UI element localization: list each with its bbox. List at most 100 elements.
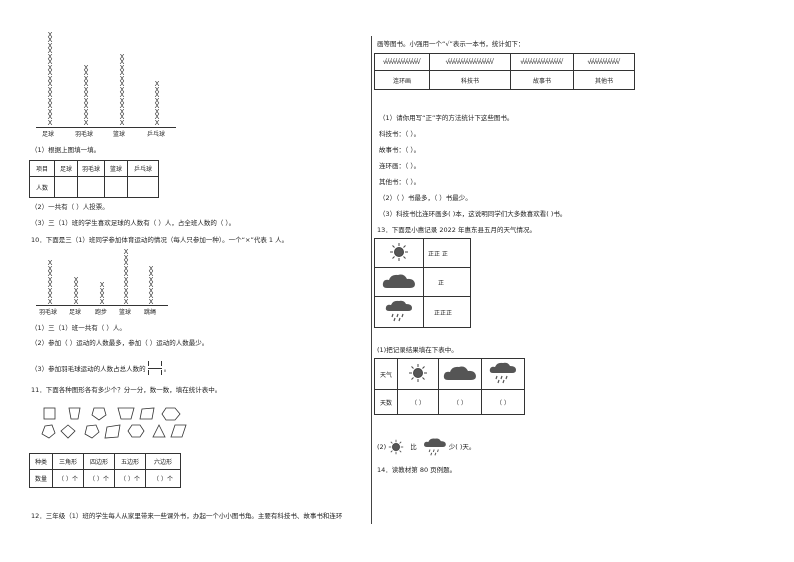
q10-title: 10．下面是三（1）班同学参加体育运动的情况（每人只参加一种）。一个“×”代表 … (31, 236, 289, 244)
q10-part2: （2）参加（ ）运动的人数最多，参加（ ）运动的人数最少。 (31, 339, 209, 347)
q12-category-other: 其他书 (573, 70, 635, 90)
pictograph-label-badminton: 羽毛球 (75, 131, 94, 138)
tick-marks-science: √√√√√√√√√√√√√√√√√√ (445, 58, 494, 66)
q1-row-label: 人数 (29, 176, 55, 198)
square-shape (43, 407, 56, 420)
q11-answer-cell[interactable]: （ ）个 (145, 469, 181, 488)
cloud-icon (382, 274, 415, 288)
q13-record-table: 正正 正 正 正正正 (374, 238, 471, 328)
q12-category-science: 科技书 (429, 70, 511, 90)
parallelogram-shape (104, 424, 121, 439)
q14-text: 14．读教材第 80 页例题。 (377, 466, 457, 474)
pictograph-baseline (36, 127, 176, 128)
q13-title: 13．下面是小惠记录 2022 年惠东县五月的天气情况。 (377, 226, 536, 234)
pictograph-label-basketball: 篮球 (119, 309, 132, 316)
tick-cell: √√√√√√√√√√√√√√ (374, 53, 430, 71)
q1-part2: （2）一共有（ ）人投票。 (31, 203, 109, 211)
fraction-blank[interactable] (147, 361, 162, 375)
q10-part3: （3）参加羽毛球运动的人数占总人数的 。 (31, 361, 171, 376)
pictograph-label-badminton: 羽毛球 (39, 309, 58, 316)
q13-row2-label: 天数 (374, 389, 398, 415)
pictograph-label-rope: 跳绳 (144, 309, 157, 316)
q12-category-story: 故事书 (510, 70, 574, 90)
rain-icon (423, 438, 446, 456)
weather-cell (397, 358, 439, 390)
pictograph-label-basketball: 篮球 (113, 131, 126, 138)
tick-marks-other: √√√√√√√√√√√√ (587, 58, 620, 66)
pictograph-label-pingpong: 乒乓球 (147, 131, 166, 138)
tally-rainy: 正正正 (423, 296, 471, 328)
sun-icon (390, 243, 408, 261)
q10-part3-end: 。 (163, 365, 171, 373)
q1-answer-cell[interactable] (127, 176, 159, 198)
diamond-shape (60, 424, 76, 439)
q12-part1: （1）请你用写“正”字的方法统计下这些图书。 (379, 114, 514, 122)
pentagon-shape (84, 424, 100, 439)
sun-icon (409, 364, 427, 382)
q12-part3: （3）科技书比连环画多( )本，这说明同学们大多数喜欢看( )书。 (379, 210, 567, 218)
q1-answer-cell[interactable] (54, 176, 78, 198)
q1-header-football: 足球 (54, 160, 78, 177)
tick-cell: √√√√√√√√√√√√√√√√ (510, 53, 574, 71)
q13-fill-table: 天气 天数 （ ） （ ） （ ） (374, 358, 525, 415)
weather-cell (374, 267, 424, 297)
q13-answer-cell[interactable]: （ ） (438, 389, 482, 415)
tick-marks-comics: √√√√√√√√√√√√√√ (382, 58, 421, 66)
q12-line-science[interactable]: 科技书：（ ）。 (379, 130, 421, 138)
q10-part1: （1）三（1）班一共有（ ）人。 (31, 324, 126, 332)
q11-header-hexagon: 六边形 (145, 453, 181, 470)
pictograph-baseline (36, 305, 168, 306)
q10-part3-text: （3）参加羽毛球运动的人数占总人数的 (31, 365, 146, 373)
pictograph-label-running: 跑步 (95, 309, 108, 316)
q12-line-other[interactable]: 其他书：（ ）。 (379, 178, 421, 186)
q11-row-label: 数量 (29, 469, 53, 488)
q1-header-basketball: 篮球 (104, 160, 128, 177)
q1-answer-cell[interactable] (104, 176, 128, 198)
q12-book-table: √√√√√√√√√√√√√√ √√√√√√√√√√√√√√√√√√ √√√√√√… (374, 53, 635, 90)
q11-header-quadrilateral: 四边形 (83, 453, 115, 470)
q1-table: 项目 足球 羽毛球 篮球 乒乓球 人数 (29, 160, 159, 198)
q12-line-comics[interactable]: 连环画：（ ）。 (379, 162, 421, 170)
tally-sunny: 正正 正 (423, 238, 471, 268)
hexagon-shape (161, 407, 181, 421)
column-divider (371, 36, 372, 524)
sun-icon (389, 439, 404, 455)
hexagon-shape (127, 424, 145, 438)
trapezoid-shape (117, 407, 135, 420)
cloud-icon (443, 366, 476, 380)
weather-cell (374, 296, 424, 328)
q13-answer-cell[interactable]: （ ） (481, 389, 525, 415)
q1-header-pingpong: 乒乓球 (127, 160, 159, 177)
q13-row1-label: 天气 (374, 358, 398, 390)
q11-answer-cell[interactable]: （ ）个 (114, 469, 146, 488)
pictograph-label-football: 足球 (42, 131, 55, 138)
q1-answer-cell[interactable] (77, 176, 105, 198)
q11-answer-cell[interactable]: （ ）个 (52, 469, 84, 488)
pictograph-label-football: 足球 (69, 309, 82, 316)
q12-line-story[interactable]: 故事书：（ ）。 (379, 146, 421, 154)
q13-part2: (2) 比 少( )天。 (377, 437, 475, 457)
q11-title: 11．下面各种图形各有多少个？分一分，数一数，填在统计表中。 (31, 386, 222, 394)
q13-part2-compare: 比 (410, 442, 417, 451)
q12-category-comics: 连环画 (374, 70, 430, 90)
q11-table: 种类 三角形 四边形 五边形 六边形 数量 （ ）个 （ ）个 （ ）个 （ ）… (29, 453, 181, 488)
tick-marks-story: √√√√√√√√√√√√√√√√ (520, 58, 563, 66)
q11-header-pentagon: 五边形 (114, 453, 146, 470)
q13-answer-cell[interactable]: （ ） (397, 389, 439, 415)
weather-cell (438, 358, 482, 390)
parallelogram-shape (170, 424, 187, 438)
rain-icon (489, 362, 516, 384)
weather-cell (481, 358, 525, 390)
q1-part3: （3）三（1）班的学生喜欢足球的人数有（ ）人，占全班人数的（ ）。 (31, 219, 236, 227)
tally-cloudy: 正 (423, 267, 471, 297)
q11-answer-cell[interactable]: （ ）个 (83, 469, 115, 488)
q1-header-badminton: 羽毛球 (77, 160, 105, 177)
